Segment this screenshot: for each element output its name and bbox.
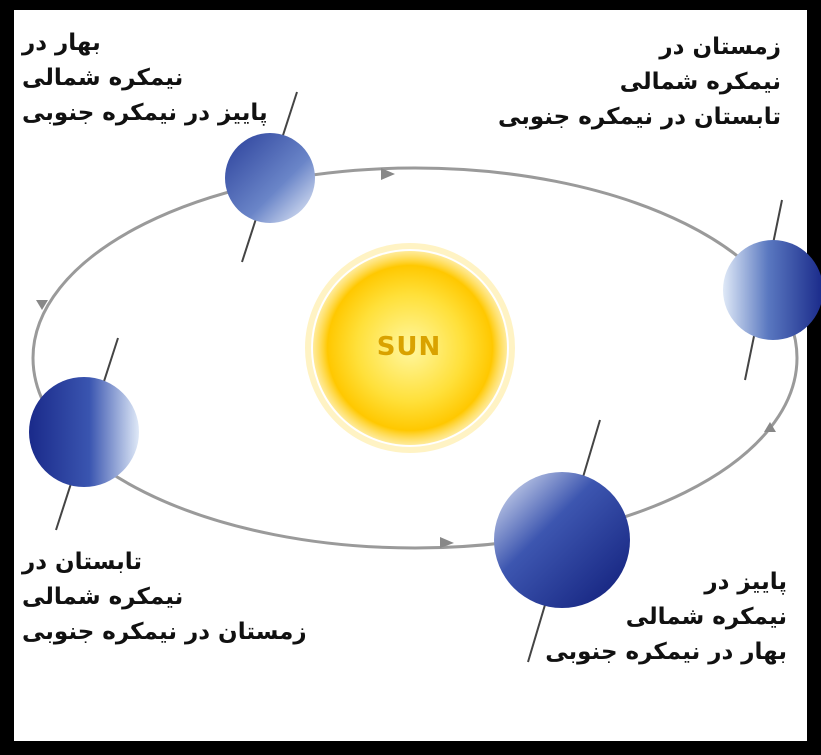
earth-top-left [225, 133, 315, 223]
caption-summer-north: تابستان در نیمکره شمالی زمستان در نیمکره… [22, 545, 307, 650]
caption-winter-north: زمستان در نیمکره شمالی تابستان در نیمکره… [498, 30, 781, 135]
caption-autumn-north: پاییز در نیمکره شمالی بهار در نیمکره جنو… [545, 565, 787, 670]
sun-label: SUN [349, 332, 469, 362]
caption-spring-north: بهار در نیمکره شمالی پاییز در نیمکره جنو… [22, 26, 268, 131]
earth-right [723, 240, 821, 340]
earth-left [29, 377, 139, 487]
